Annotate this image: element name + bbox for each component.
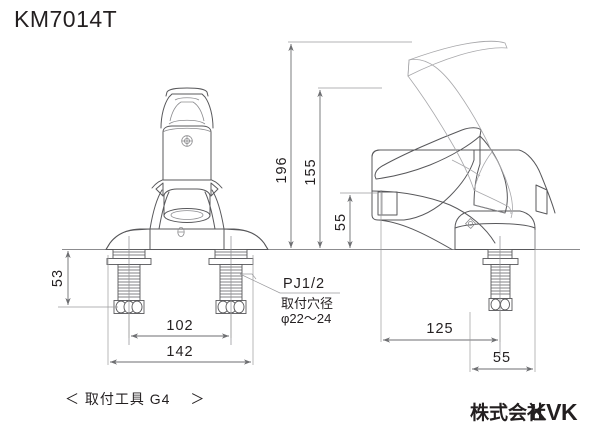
front-lever-head <box>160 93 214 129</box>
front-shoulder-left <box>155 182 164 197</box>
front-spout-barrel <box>163 188 211 217</box>
mounting-shank-right <box>208 236 254 345</box>
tool-note: ＜ 取付工具 G4 ＞ <box>65 391 205 407</box>
dimension-142: 142 <box>107 255 254 365</box>
dimension-55-height: 55 <box>333 192 378 248</box>
side-spout-sweep <box>377 219 453 250</box>
page-title: KM7014T <box>14 6 117 32</box>
dim-155-label: 155 <box>303 158 319 185</box>
side-base-top-seam <box>454 223 536 229</box>
side-mounting-hardware <box>482 236 519 355</box>
front-lever-crease <box>174 97 200 101</box>
side-lever-raised-lower-seam <box>473 189 512 215</box>
dim-102-label: 102 <box>166 318 193 334</box>
side-lever-arm-down <box>374 127 482 180</box>
side-lever-arm-raised <box>407 40 508 77</box>
dim-53-label: 53 <box>50 269 66 287</box>
side-lever-seam-down <box>473 204 506 214</box>
front-stem-left-taper <box>149 189 163 230</box>
dimension-102: 102 <box>128 312 232 339</box>
front-spout-outlet-outer <box>163 208 211 223</box>
front-base-left <box>105 228 151 250</box>
shank-left-nut-face-c <box>131 300 143 314</box>
company-logo: 株式会社 KVK <box>470 399 578 425</box>
side-view-group <box>371 40 556 250</box>
side-lever-raised-crease <box>451 159 481 177</box>
front-cartridge-housing <box>162 125 212 181</box>
front-view-group <box>105 87 269 250</box>
front-mounting-hardware <box>106 236 254 345</box>
dim-142-label: 142 <box>166 344 193 360</box>
side-base-block <box>454 210 536 250</box>
side-shank-thread <box>490 264 511 299</box>
dim-55d-label: 55 <box>493 350 511 366</box>
dim-125-label: 125 <box>426 321 453 337</box>
dimension-196: 196 <box>274 41 412 248</box>
front-base-outline <box>105 228 269 250</box>
dim-196-label: 196 <box>274 156 290 183</box>
side-hallmark-icon <box>464 217 477 230</box>
side-shank-washer <box>482 258 519 265</box>
side-lever-body-raised <box>407 58 493 192</box>
front-cartridge-seam <box>162 127 212 133</box>
side-shank-nut-face-b <box>500 298 510 311</box>
dimension-125: 125 <box>380 190 501 343</box>
side-lever-raised-tail <box>491 151 513 219</box>
front-base-right <box>223 228 269 250</box>
shank-right-nut-face-c <box>233 300 245 314</box>
side-aerator-body <box>377 191 398 216</box>
dimension-55-depth: 55 <box>469 230 536 372</box>
front-shoulder-right <box>210 182 219 197</box>
dimension-155: 155 <box>303 87 382 248</box>
company-brand: KVK <box>530 399 578 425</box>
side-shank-thread-hatch <box>491 266 510 295</box>
hole-note-line1: 取付穴径 <box>281 296 333 311</box>
thread-spec-label: PJ1/2 <box>283 276 325 292</box>
side-shoulder-wing <box>535 184 548 215</box>
front-lever-inner-curve <box>168 119 206 125</box>
side-body-top-outline <box>371 149 556 214</box>
front-lever-inner-outline <box>169 101 205 122</box>
thread-note-leader <box>239 273 340 294</box>
front-stem-right-taper <box>211 189 225 230</box>
front-base-center <box>149 228 225 250</box>
front-spout-outlet-inner <box>170 210 204 220</box>
dim-55h-label: 55 <box>333 213 349 231</box>
front-lever-top <box>165 87 209 97</box>
hole-note-line2: φ22〜24 <box>281 311 331 326</box>
thread-note-group: PJ1/2 取付穴径 φ22〜24 <box>239 273 340 326</box>
company-prefix: 株式会社 <box>470 401 546 424</box>
side-shank-nut-face-a <box>490 298 501 311</box>
thread-note-arrowhead <box>240 273 257 280</box>
mounting-shank-left <box>106 236 152 345</box>
